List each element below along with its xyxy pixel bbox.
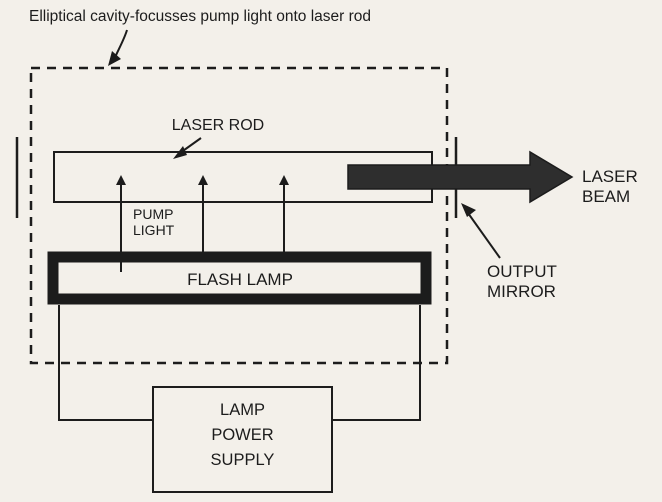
wire-right	[332, 305, 421, 421]
power-supply-line-3: SUPPLY	[210, 450, 275, 469]
output-mirror-label: OUTPUT MIRROR	[487, 262, 557, 301]
flash-lamp	[47, 251, 432, 305]
lamp-power-supply-box	[152, 386, 333, 493]
pump-light-label: PUMP LIGHT	[133, 206, 174, 238]
laser-beam-label: LASER BEAM	[582, 167, 638, 206]
power-supply-label: LAMP POWER SUPPLY	[153, 398, 332, 472]
output-mirror-line-1: OUTPUT	[487, 262, 557, 281]
laser-beam-line-2: BEAM	[582, 186, 631, 206]
laser-rod-label: LASER ROD	[171, 117, 265, 134]
caption-pointer-arrowhead	[108, 51, 121, 66]
wire-left	[58, 305, 153, 421]
elliptical-cavity	[29, 66, 449, 365]
laser-rod-pointer-head	[173, 146, 187, 159]
pump-light-line-2: LIGHT	[133, 222, 175, 239]
output-mirror-pointer	[467, 212, 501, 259]
power-supply-line-2: POWER	[211, 425, 274, 444]
laser-beam-arrow	[347, 150, 574, 204]
output-mirror-line-2: MIRROR	[487, 281, 556, 301]
laser-beam-line-1: LASER	[582, 167, 638, 186]
flash-lamp-label: FLASH LAMP	[187, 270, 293, 289]
cavity-caption: Elliptical cavity-focusses pump light on…	[29, 8, 372, 25]
power-supply-line-1: LAMP	[220, 401, 265, 419]
pump-light-line-1: PUMP	[133, 206, 174, 222]
output-mirror-pointer-head	[461, 203, 476, 217]
